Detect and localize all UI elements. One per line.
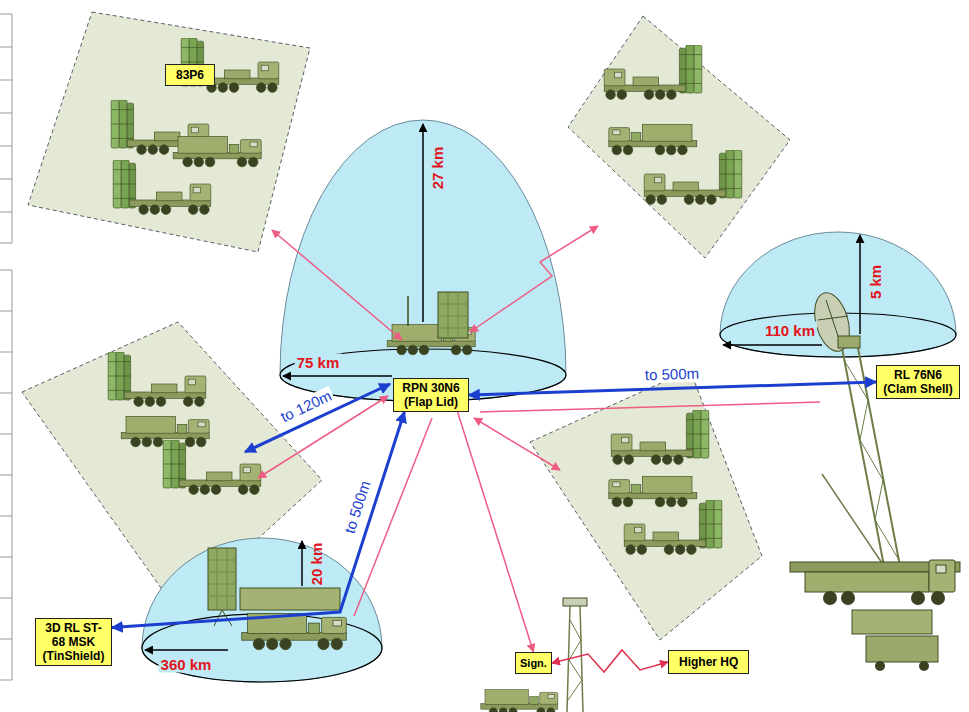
range-arrow <box>245 384 390 452</box>
dimension-arrow <box>283 375 392 377</box>
tin-shield-radar <box>208 548 346 650</box>
data-link-line <box>272 230 402 340</box>
tin-shield-radar <box>208 548 236 610</box>
table-fragment <box>0 14 12 243</box>
launcher-vehicle <box>624 500 722 554</box>
launcher-vehicle <box>604 45 702 99</box>
table-fragment <box>0 14 12 680</box>
signal-mast <box>481 598 587 712</box>
launcher-vehicle <box>108 38 742 554</box>
data-link-line <box>258 226 820 616</box>
coverage-dome <box>720 232 956 357</box>
clam-shell-radar <box>931 591 945 605</box>
box-label: RPN 30N6 (Flap Lid) <box>398 381 464 409</box>
box-label: RL 76N6 (Clam Shell) <box>880 368 956 396</box>
launcher-vehicle <box>609 124 697 154</box>
distance-label: to 500m <box>340 477 374 538</box>
clam-shell-radar <box>841 591 855 605</box>
launcher-vehicle <box>108 352 206 406</box>
clam-shell-radar <box>838 336 860 348</box>
flap-lid-radar-vehicle <box>438 292 468 338</box>
tin-shield-radar <box>214 610 232 626</box>
clam-shell-radar <box>936 565 946 573</box>
distance-label: to 120m <box>276 386 336 426</box>
table-fragment <box>0 270 12 680</box>
link-arrow <box>469 382 876 395</box>
flap-lid-radar-vehicle <box>438 292 468 338</box>
clam-shell-radar <box>823 591 945 605</box>
data-link-line <box>474 418 560 470</box>
clam-shell-radar <box>919 661 929 671</box>
clam-shell-radar <box>866 636 938 662</box>
box-label: 83P6 <box>176 68 204 82</box>
dimension-arrow <box>859 235 861 334</box>
dimension-arrow <box>422 124 424 322</box>
signal-mast <box>563 598 587 606</box>
data-link-line <box>480 402 820 412</box>
launcher-vehicle <box>609 476 697 506</box>
flap-lid-radar-vehicle <box>407 296 409 326</box>
clam-shell-radar <box>790 289 960 671</box>
range-label: 360 km <box>159 656 214 673</box>
label-box: 3D RL ST-68 MSK (TinShield) <box>35 618 112 666</box>
label-box: Higher HQ <box>668 650 749 674</box>
launcher-panel <box>530 370 762 640</box>
coverage-dome <box>142 120 956 682</box>
label-box: RPN 30N6 (Flap Lid) <box>393 378 469 412</box>
data-link-line <box>470 226 598 332</box>
range-label: 110 km <box>763 322 817 339</box>
tin-shield-radar <box>208 548 236 610</box>
clam-shell-radar <box>875 661 885 671</box>
box-label: Higher HQ <box>679 655 738 669</box>
clam-shell-radar <box>822 474 884 566</box>
radio-link <box>552 650 668 672</box>
launcher-vehicle <box>611 410 709 464</box>
label-box: Sign. <box>515 652 552 674</box>
launcher-vehicle <box>163 440 261 494</box>
dimension-arrow <box>145 649 228 651</box>
clam-shell-radar <box>805 572 929 592</box>
clam-shell-radar <box>823 591 837 605</box>
height-label: 5 km <box>867 263 884 301</box>
distance-label: to 500m <box>643 364 702 383</box>
clam-shell-radar <box>929 560 955 592</box>
launcher-vehicle <box>113 160 211 214</box>
launcher-panel <box>22 12 790 640</box>
range-label: 75 km <box>295 354 342 371</box>
data-link-line <box>258 396 388 478</box>
flap-lid-radar-vehicle <box>387 292 475 355</box>
label-box: 83P6 <box>165 64 215 86</box>
link-arrow <box>112 412 404 628</box>
tin-shield-radar <box>240 588 340 610</box>
clam-shell-radar <box>875 661 929 671</box>
box-label: Sign. <box>520 656 547 670</box>
data-link <box>458 412 534 652</box>
launcher-vehicle <box>173 136 261 166</box>
clam-shell-radar <box>911 591 925 605</box>
range-arrow <box>245 384 390 452</box>
signal-mast <box>481 690 558 712</box>
label-box: RL 76N6 (Clam Shell) <box>876 365 960 399</box>
coverage-dome <box>280 120 566 401</box>
height-label: 20 km <box>308 541 325 588</box>
clam-shell-radar <box>852 610 932 634</box>
launcher-panel <box>568 16 790 258</box>
box-label: 3D RL ST-68 MSK (TinShield) <box>40 621 107 663</box>
launcher-panel <box>28 12 310 252</box>
coverage-dome <box>142 538 382 682</box>
dimension-arrow <box>723 344 822 346</box>
dimension-arrow <box>301 541 303 586</box>
height-label: 27 km <box>429 145 446 192</box>
signal-mast <box>568 620 582 700</box>
launcher-vehicle <box>644 150 742 204</box>
